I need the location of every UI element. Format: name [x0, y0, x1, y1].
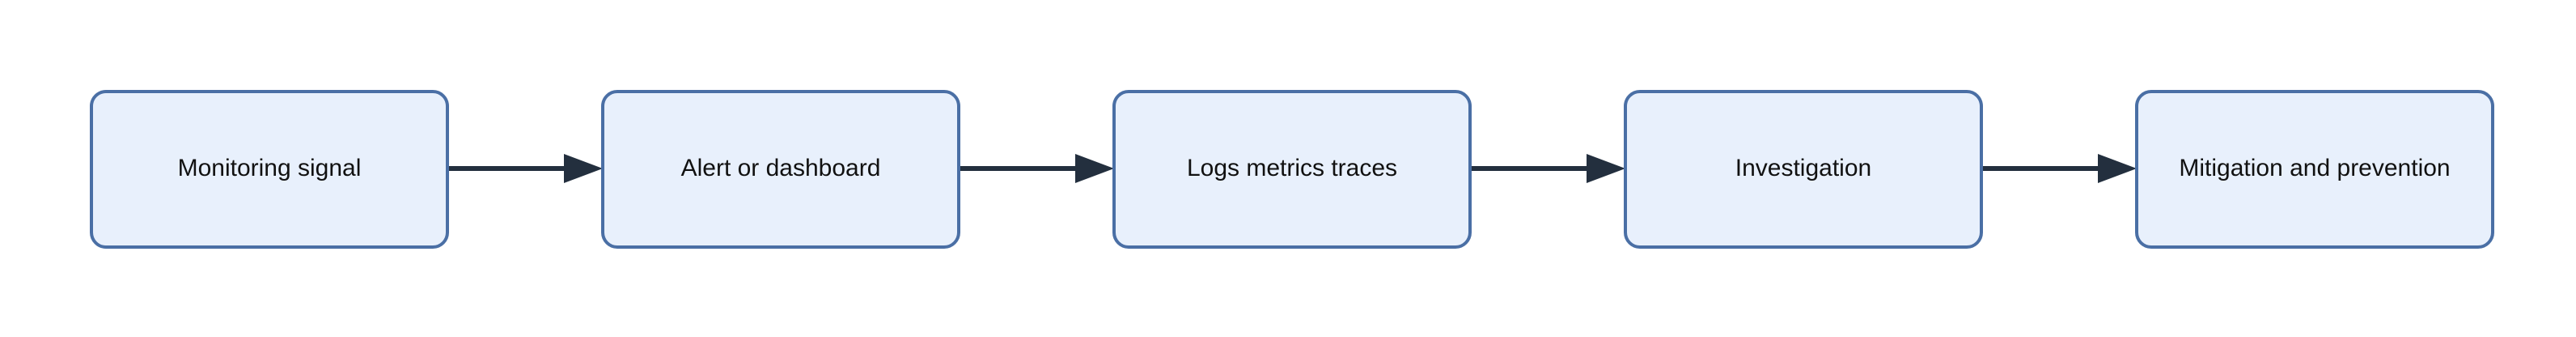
node-alert-or-dashboard: Alert or dashboard	[601, 90, 960, 249]
node-alert-or-dashboard-label: Alert or dashboard	[681, 155, 881, 181]
edge-alert-to-logs	[959, 154, 1114, 183]
edge-monitoring-to-alert	[447, 154, 603, 183]
node-mitigation-and-prevention-label: Mitigation and prevention	[2179, 155, 2450, 181]
node-logs-metrics-traces: Logs metrics traces	[1112, 90, 1472, 249]
node-logs-metrics-traces-label: Logs metrics traces	[1187, 155, 1397, 181]
edge-logs-to-investigation	[1470, 154, 1625, 183]
edge-investigation-to-mitigation	[1981, 154, 2137, 183]
node-monitoring-signal-label: Monitoring signal	[178, 155, 362, 181]
node-investigation: Investigation	[1624, 90, 1983, 249]
node-monitoring-signal: Monitoring signal	[90, 90, 449, 249]
node-investigation-label: Investigation	[1735, 155, 1871, 181]
node-mitigation-and-prevention: Mitigation and prevention	[2135, 90, 2494, 249]
